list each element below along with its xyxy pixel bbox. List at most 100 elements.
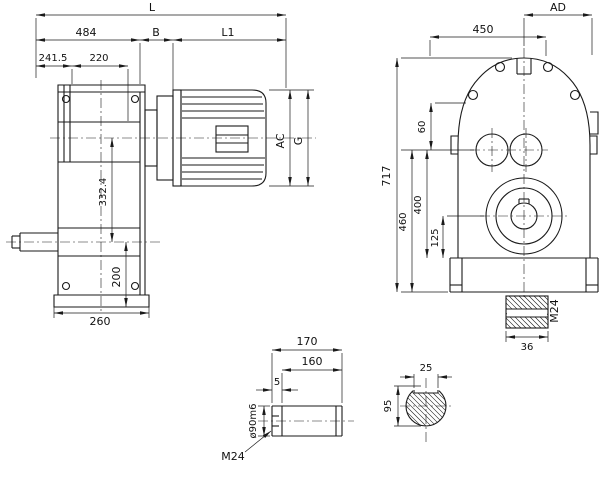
dim-label-460: 460: [398, 212, 409, 231]
output-boss: [485, 177, 563, 255]
side-lug: [590, 111, 599, 135]
bolt-boss: [494, 61, 506, 73]
dim-arrowhead: [425, 150, 429, 159]
front-view: AD 450 717 60 460 400 125: [380, 1, 599, 300]
dim-label-260: 260: [90, 315, 111, 328]
dim-arrowhead: [395, 58, 399, 67]
dim-arrowhead: [124, 242, 128, 251]
side-view: L 484 B L1 241.5 220 332.4 AC G 200 260: [6, 1, 316, 328]
dim-arrowhead: [395, 283, 399, 292]
dim-arrowhead: [524, 13, 533, 17]
bolt-boss: [569, 89, 581, 101]
dim-arrowhead: [262, 427, 266, 436]
input-bore: [475, 133, 509, 167]
dim-arrowhead: [333, 348, 342, 352]
shaft-cross-section: 25 95: [383, 363, 452, 442]
dim-arrowhead: [306, 90, 310, 99]
dim-arrowhead: [110, 138, 114, 147]
dim-arrowhead: [164, 38, 173, 42]
dim-label-241.5: 241.5: [39, 53, 68, 64]
hatch-line: [505, 317, 517, 329]
dim-arrowhead: [288, 177, 292, 186]
mounting-flange: [53, 294, 150, 308]
shaft-detail-dimensions: 170 160 5 ø90m6 M24: [221, 335, 343, 463]
bolt-hole: [61, 94, 71, 104]
section-dimensions: 25 95: [383, 363, 452, 427]
dim-arrowhead: [277, 13, 286, 17]
key-block: [505, 295, 549, 329]
hatch-line: [405, 405, 427, 427]
dim-arrowhead: [36, 38, 45, 42]
dim-arrowhead: [441, 249, 445, 258]
dim-label-125: 125: [430, 228, 441, 247]
bolt-boss: [467, 89, 479, 101]
dim-label-M24: M24: [548, 299, 561, 323]
dim-arrowhead: [282, 388, 291, 392]
side-rib: [450, 135, 458, 155]
dim-label-400: 400: [413, 195, 424, 214]
hatch-line: [406, 401, 431, 426]
motor-hub: [215, 125, 249, 153]
dim-arrowhead: [306, 177, 310, 186]
output-bore: [495, 187, 553, 245]
front-view-bores: [475, 133, 563, 255]
dim-arrowhead: [124, 298, 128, 307]
outline-segment: [457, 57, 591, 258]
dim-label-L1: L1: [221, 26, 234, 39]
dim-arrowhead: [119, 64, 128, 68]
dim-arrowhead: [333, 368, 342, 372]
dim-arrowhead: [288, 90, 292, 99]
dim-label-dia90m6: ø90m6: [248, 404, 259, 439]
dim-label-AC: AC: [274, 133, 287, 148]
dim-arrowhead: [441, 216, 445, 225]
front-view-housing-outline: [450, 57, 599, 258]
dim-label-332.4: 332.4: [98, 178, 109, 207]
dim-arrowhead: [277, 38, 286, 42]
dim-label-AD: AD: [550, 1, 566, 14]
dim-label-B: B: [152, 26, 160, 39]
dim-arrowhead: [425, 249, 429, 258]
input-bore: [509, 133, 543, 167]
dim-arrowhead: [36, 64, 45, 68]
dim-label-L: L: [149, 1, 156, 14]
dim-arrowhead: [282, 368, 291, 372]
dim-arrowhead: [429, 141, 433, 150]
dim-arrowhead: [583, 13, 592, 17]
bolt-boss: [542, 61, 554, 73]
dim-label-95: 95: [383, 400, 394, 413]
dim-arrowhead: [263, 388, 272, 392]
dim-label-450: 450: [473, 23, 494, 36]
dim-arrowhead: [54, 311, 63, 315]
side-rib: [590, 135, 598, 155]
hatch-line: [538, 295, 549, 306]
dim-label-5: 5: [274, 377, 280, 388]
keyway-slot-mask: [507, 309, 547, 317]
output-shaft-detail: 170 160 5 ø90m6 M24: [221, 335, 354, 463]
hatch-line: [406, 411, 421, 426]
dim-label-717: 717: [380, 166, 393, 187]
front-view-dimensions: AD 450 717 60 460 400 125: [380, 1, 593, 293]
motor-body: [180, 89, 267, 187]
hatch-line: [409, 394, 438, 423]
dim-arrowhead: [63, 64, 72, 68]
side-view-output-shaft: [11, 232, 58, 252]
dim-label-200: 200: [110, 267, 123, 288]
dim-arrowhead: [272, 348, 281, 352]
output-shaft: [510, 202, 538, 230]
bolt-hole: [61, 281, 71, 291]
key-section-detail: M24 36: [505, 295, 561, 353]
side-view-dimensions: L 484 B L1 241.5 220 332.4 AC G 200 260: [35, 1, 314, 328]
bolt-hole: [130, 281, 140, 291]
side-view-motor: [144, 89, 267, 187]
dim-arrowhead: [410, 283, 414, 292]
dim-label-220: 220: [89, 53, 108, 64]
dim-arrowhead: [405, 375, 414, 379]
dim-label-160: 160: [302, 355, 323, 368]
dim-arrowhead: [262, 406, 266, 415]
hatch-line: [414, 389, 443, 418]
shaft-outline: [271, 405, 343, 437]
dim-label-484: 484: [76, 26, 97, 39]
dim-arrowhead: [140, 38, 149, 42]
